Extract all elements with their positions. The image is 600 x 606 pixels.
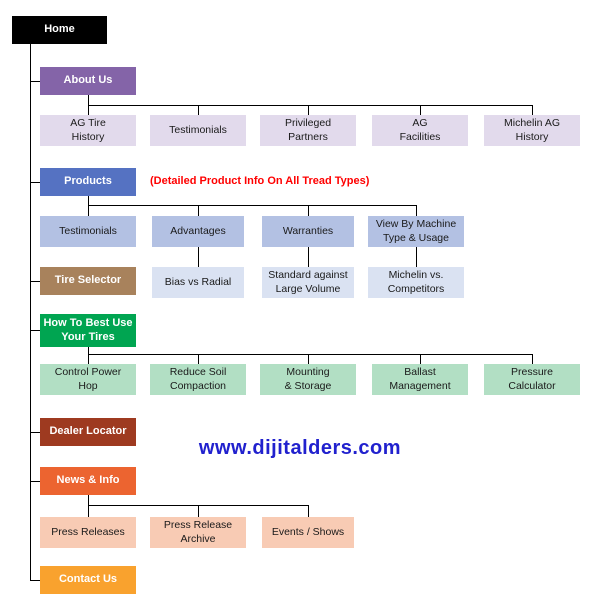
node-pressure-calculator: Pressure Calculator bbox=[484, 364, 580, 395]
connector-line bbox=[308, 247, 309, 267]
connector-line bbox=[88, 354, 89, 364]
node-control-power-hop: Control Power Hop bbox=[40, 364, 136, 395]
connector-line bbox=[30, 330, 40, 331]
node-home: Home bbox=[12, 16, 107, 44]
connector-line bbox=[30, 481, 40, 482]
node-events-shows: Events / Shows bbox=[262, 517, 354, 548]
connector-line bbox=[416, 247, 417, 267]
connector-line bbox=[420, 105, 421, 115]
connector-line bbox=[30, 580, 40, 581]
connector-line bbox=[30, 81, 40, 82]
node-ag-tire-history: AG Tire History bbox=[40, 115, 136, 146]
connector-line bbox=[88, 105, 89, 115]
node-privileged-partners: Privileged Partners bbox=[260, 115, 356, 146]
node-view-by-machine: View By Machine Type & Usage bbox=[368, 216, 464, 247]
node-bias-vs-radial: Bias vs Radial bbox=[152, 267, 244, 298]
connector-line bbox=[88, 105, 533, 106]
connector-line bbox=[308, 205, 309, 216]
connector-line bbox=[88, 205, 417, 206]
connector-line bbox=[88, 205, 89, 216]
connector-line bbox=[308, 505, 309, 517]
connector-line bbox=[88, 354, 533, 355]
connector-line bbox=[308, 354, 309, 364]
connector-line bbox=[88, 347, 89, 354]
connector-line bbox=[198, 354, 199, 364]
node-testimonials-products: Testimonials bbox=[40, 216, 136, 247]
node-press-release-archive: Press Release Archive bbox=[150, 517, 246, 548]
watermark-text: www.dijitalders.com bbox=[198, 437, 402, 459]
node-michelin-vs-competitors: Michelin vs. Competitors bbox=[368, 267, 464, 298]
node-how-to-best-use: How To Best Use Your Tires bbox=[40, 314, 136, 347]
connector-line bbox=[30, 281, 40, 282]
connector-line bbox=[88, 95, 89, 105]
connector-line bbox=[198, 105, 199, 115]
connector-line bbox=[88, 495, 89, 505]
connector-line bbox=[416, 205, 417, 216]
connector-line bbox=[88, 505, 89, 517]
connector-line bbox=[198, 247, 199, 267]
connector-line bbox=[88, 196, 89, 205]
node-advantages: Advantages bbox=[152, 216, 244, 247]
connector-line bbox=[30, 182, 40, 183]
connector-line bbox=[420, 354, 421, 364]
node-contact-us: Contact Us bbox=[40, 566, 136, 594]
node-warranties: Warranties bbox=[262, 216, 354, 247]
node-tire-selector: Tire Selector bbox=[40, 267, 136, 295]
connector-line bbox=[30, 44, 31, 580]
node-reduce-soil-compaction: Reduce Soil Compaction bbox=[150, 364, 246, 395]
node-press-releases: Press Releases bbox=[40, 517, 136, 548]
connector-line bbox=[198, 205, 199, 216]
connector-line bbox=[532, 354, 533, 364]
connector-line bbox=[532, 105, 533, 115]
node-michelin-ag-history: Michelin AG History bbox=[484, 115, 580, 146]
node-news-info: News & Info bbox=[40, 467, 136, 495]
node-about-us: About Us bbox=[40, 67, 136, 95]
node-ag-facilities: AG Facilities bbox=[372, 115, 468, 146]
node-products: Products bbox=[40, 168, 136, 196]
node-mounting-storage: Mounting & Storage bbox=[260, 364, 356, 395]
products-note: (Detailed Product Info On All Tread Type… bbox=[150, 175, 370, 187]
node-standard-against-large-volume: Standard against Large Volume bbox=[262, 267, 354, 298]
node-ballast-management: Ballast Management bbox=[372, 364, 468, 395]
connector-line bbox=[30, 432, 40, 433]
node-testimonials-about: Testimonials bbox=[150, 115, 246, 146]
node-dealer-locator: Dealer Locator bbox=[40, 418, 136, 446]
connector-line bbox=[308, 105, 309, 115]
connector-line bbox=[198, 505, 199, 517]
